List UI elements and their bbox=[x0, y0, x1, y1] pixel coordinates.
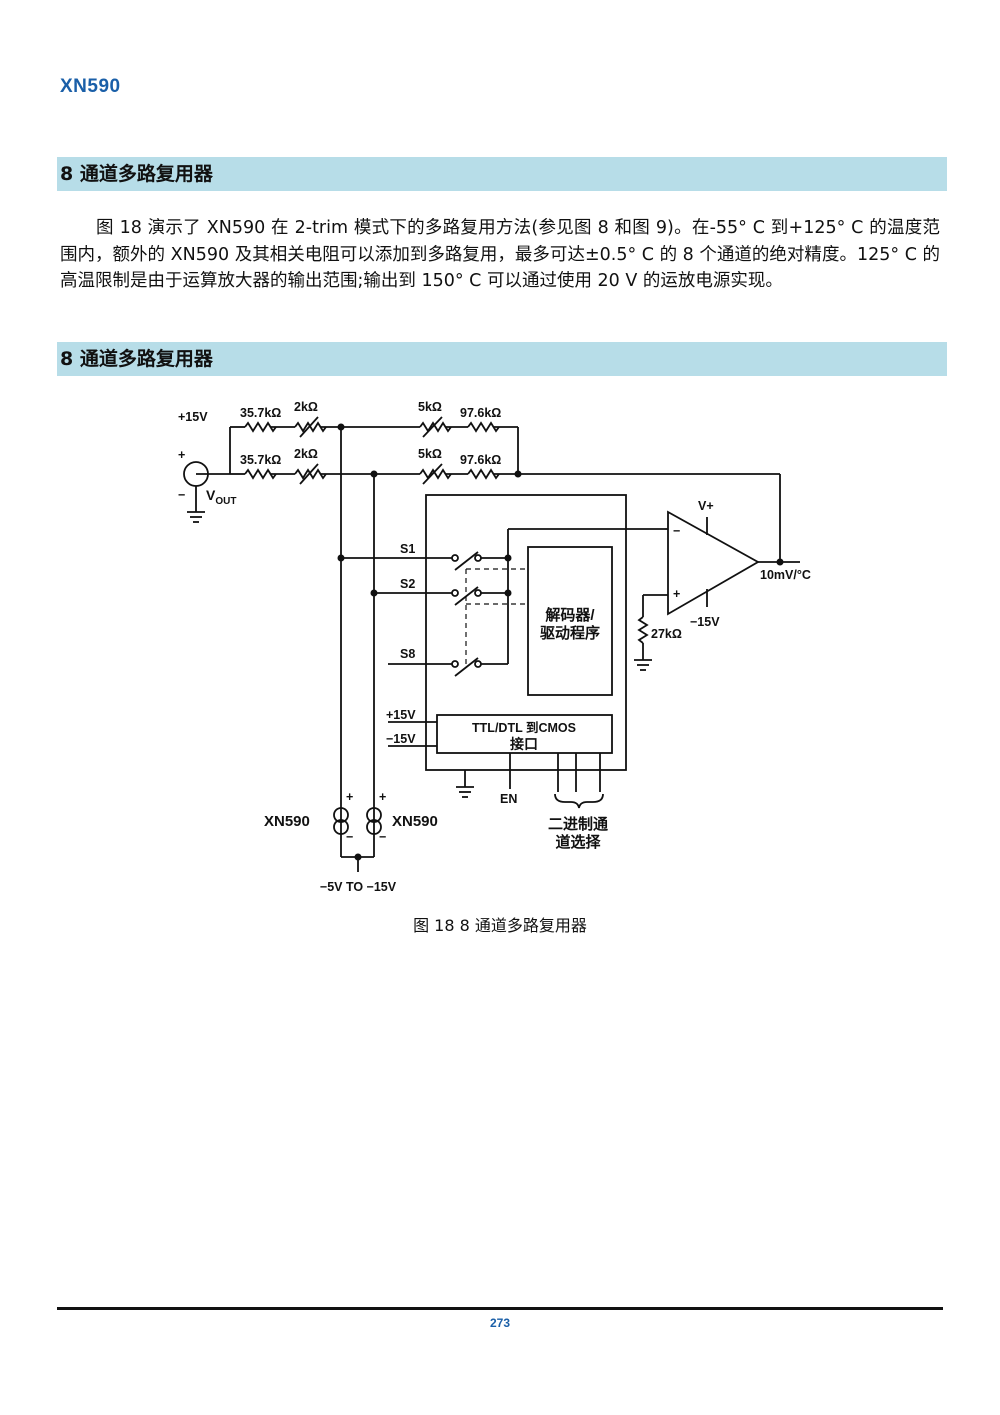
label-sensor-supply: −5V TO −15V bbox=[320, 880, 397, 894]
label-r-ground: 27kΩ bbox=[651, 627, 682, 641]
label-binary-line1: 二进制通 bbox=[548, 815, 608, 833]
footer-rule bbox=[57, 1307, 943, 1310]
label-vout: VOUT bbox=[206, 487, 236, 507]
label-source-plus: + bbox=[178, 448, 185, 462]
label-sensor-left-plus: + bbox=[346, 790, 353, 804]
label-interface-line1: TTL/DTL 到CMOS bbox=[472, 720, 576, 735]
label-pot-top-right: 5kΩ bbox=[418, 400, 442, 414]
label-r-mid-left: 35.7kΩ bbox=[240, 453, 281, 467]
label-sensor-left: XN590 bbox=[264, 813, 310, 830]
label-pot-mid-right: 5kΩ bbox=[418, 447, 442, 461]
label-opamp-vplus: V+ bbox=[698, 499, 714, 513]
circuit-diagram-svg: +15V 35.7kΩ 2kΩ 5kΩ 97.6kΩ 35.7kΩ 2kΩ 5k… bbox=[178, 400, 811, 894]
label-opamp-noninv: + bbox=[673, 587, 680, 601]
label-s1: S1 bbox=[400, 542, 415, 556]
label-sensor-right-minus: − bbox=[379, 830, 386, 844]
label-opamp-inv: − bbox=[673, 524, 680, 538]
label-sensor-right: XN590 bbox=[392, 813, 438, 830]
label-decoder-line2: 驱动程序 bbox=[540, 624, 600, 642]
label-pot-mid-left: 2kΩ bbox=[294, 447, 318, 461]
circuit-diagram: +15V 35.7kΩ 2kΩ 5kΩ 97.6kΩ 35.7kΩ 2kΩ 5k… bbox=[160, 392, 850, 902]
label-decoder-line1: 解码器/ bbox=[545, 606, 595, 624]
label-interface-line2: 接口 bbox=[510, 736, 538, 752]
label-output: 10mV/°C bbox=[760, 568, 811, 582]
label-r-mid-right: 97.6kΩ bbox=[460, 453, 501, 467]
label-supply-pos: +15V bbox=[178, 410, 208, 424]
label-mux-pos: +15V bbox=[386, 708, 416, 722]
label-s2: S2 bbox=[400, 577, 415, 591]
label-r-top-left: 35.7kΩ bbox=[240, 406, 281, 420]
page-number: 273 bbox=[489, 1316, 511, 1330]
label-sensor-right-plus: + bbox=[379, 790, 386, 804]
switch-dashed-links bbox=[465, 568, 528, 667]
label-r-top-right: 97.6kΩ bbox=[460, 406, 501, 420]
label-source-minus: − bbox=[178, 488, 185, 502]
label-pot-top-left: 2kΩ bbox=[294, 400, 318, 414]
label-opamp-vminus: −15V bbox=[690, 615, 720, 629]
label-binary-line2: 道选择 bbox=[555, 833, 601, 851]
label-mux-neg: −15V bbox=[386, 732, 416, 746]
doc-header-product: XN590 bbox=[60, 76, 121, 97]
label-s8: S8 bbox=[400, 647, 415, 661]
figure-caption: 图 18 8 通道多路复用器 bbox=[413, 916, 587, 935]
junction-dots bbox=[337, 423, 784, 861]
label-sensor-left-minus: − bbox=[346, 830, 353, 844]
body-paragraph: 图 18 演示了 XN590 在 2-trim 模式下的多路复用方法(参见图 8… bbox=[60, 218, 940, 291]
circuit-wires bbox=[183, 416, 800, 872]
section-title-1: 8 通道多路复用器 bbox=[57, 157, 947, 191]
label-en: EN bbox=[500, 792, 517, 806]
section-title-2: 8 通道多路复用器 bbox=[57, 342, 947, 376]
circuit-labels: +15V 35.7kΩ 2kΩ 5kΩ 97.6kΩ 35.7kΩ 2kΩ 5k… bbox=[178, 400, 811, 894]
